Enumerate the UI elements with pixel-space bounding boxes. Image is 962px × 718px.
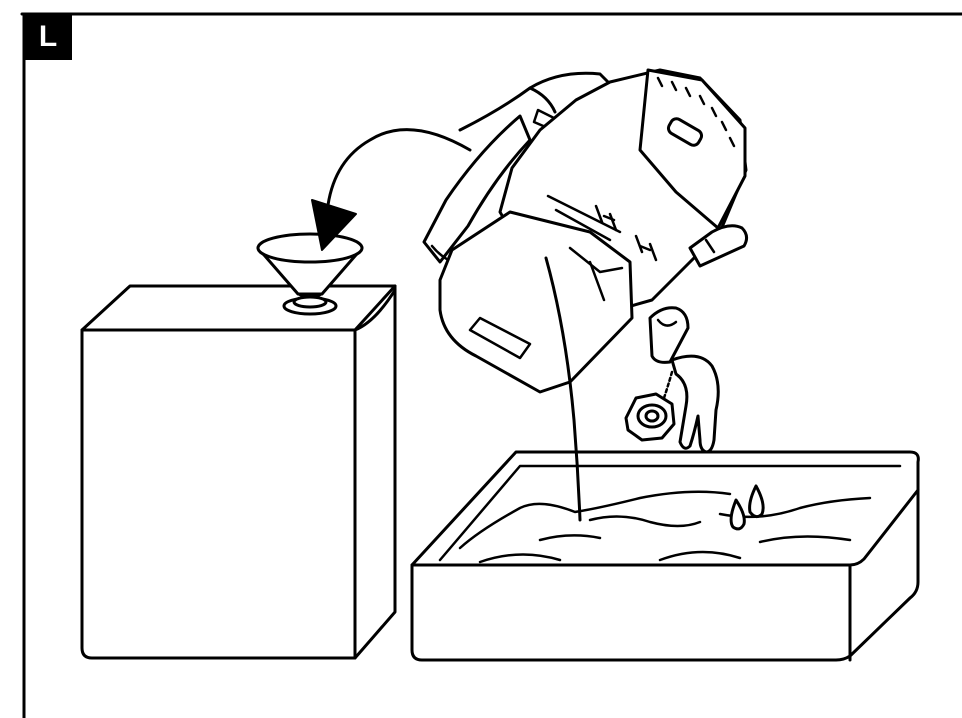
oil-tray: [412, 452, 918, 660]
step-label: L: [24, 14, 72, 60]
engine-unit: [424, 70, 747, 452]
oil-cap: [626, 394, 674, 440]
canister: [82, 286, 395, 658]
